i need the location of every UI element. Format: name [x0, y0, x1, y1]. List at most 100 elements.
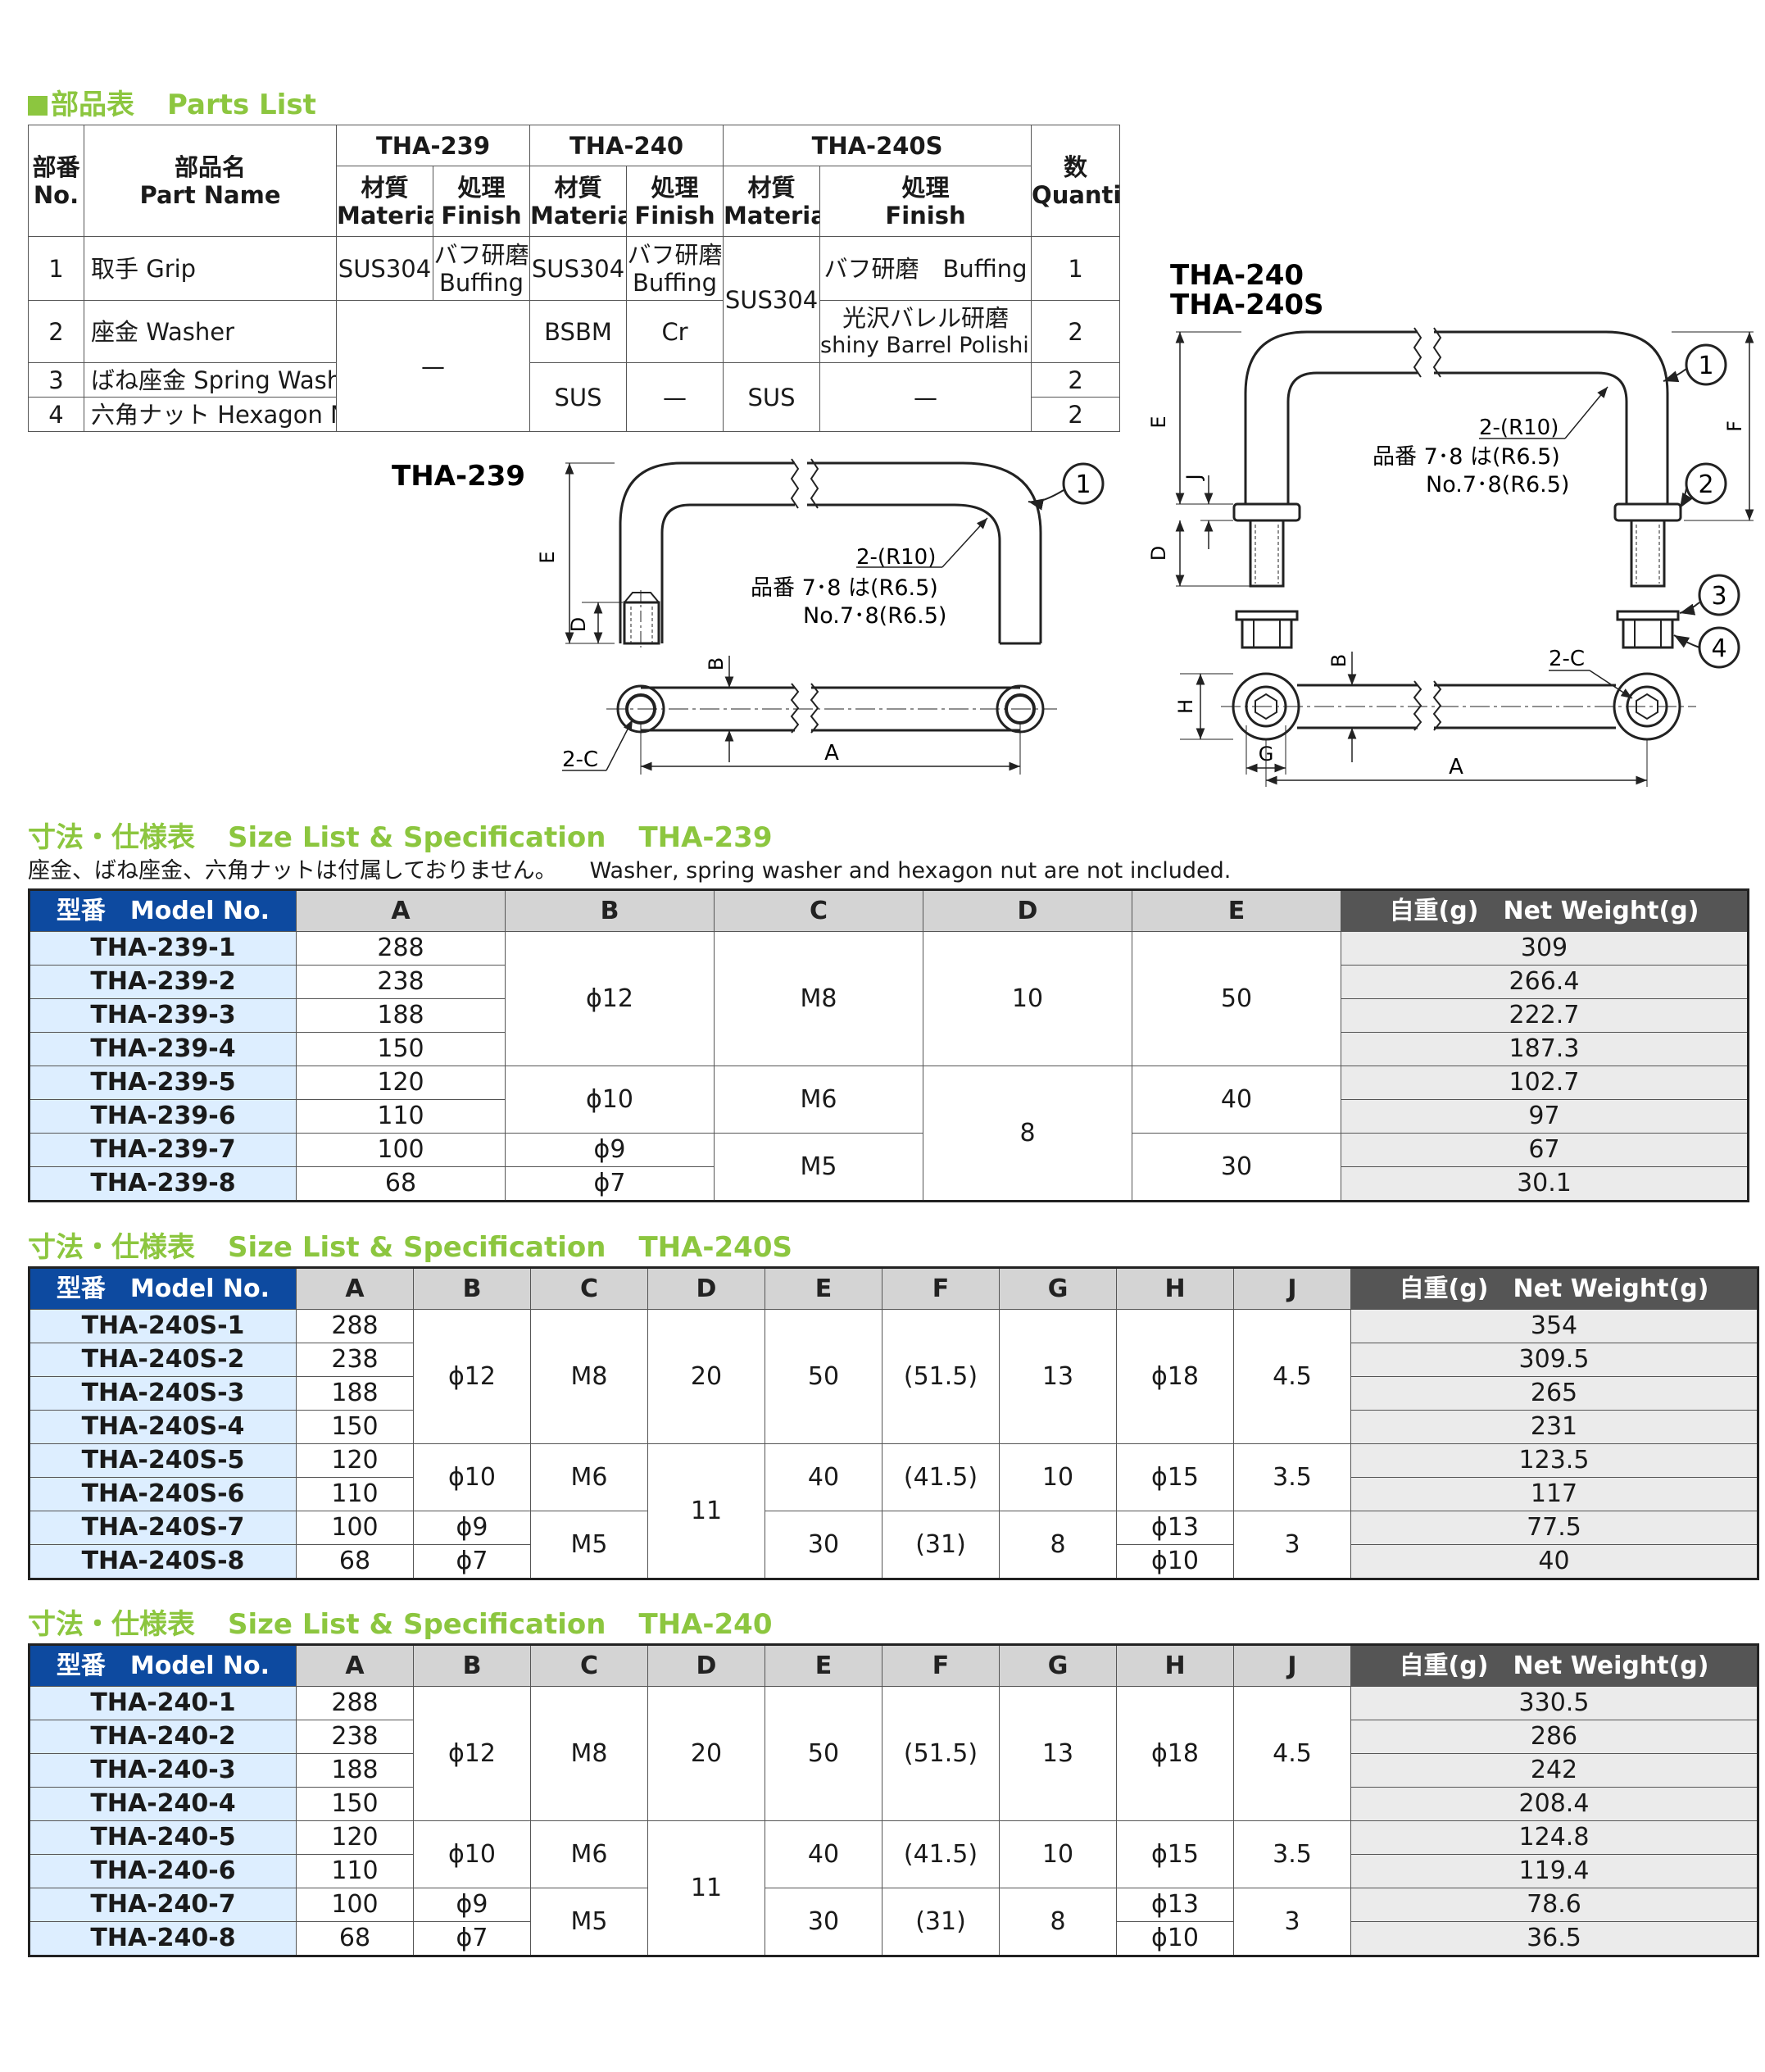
spec240-table: 型番 Model No. A B C D E F G H J 自重(g) Net… [28, 1643, 1759, 1957]
table-row: THA-239-3 188 222.7 [29, 998, 1749, 1033]
table-row: THA-240S-7 100 ϕ9 M5 30 (31) 8 ϕ13 3 77.… [29, 1511, 1758, 1579]
finish: — [819, 362, 1032, 432]
table-row: THA-240-4 150 208.4 [29, 1787, 1758, 1821]
svg-text:B: B [1327, 654, 1350, 667]
header-material: 材質Material [723, 166, 821, 237]
svg-text:H: H [1174, 699, 1197, 714]
spec239-table: 型番 Model No. A B C D E 自重(g) Net Weight(… [28, 888, 1749, 1202]
header-a: A [296, 889, 506, 932]
table-row: THA-239-4 150 187.3 [29, 1032, 1749, 1066]
svg-text:J: J [1182, 474, 1205, 481]
table-row: THA-239-2 238 266.4 [29, 965, 1749, 999]
table-row: THA-240-8 68 ϕ7 ϕ10 36.5 [29, 1921, 1758, 1956]
finish: — [626, 362, 724, 432]
table-row: THA-239-7 100 ϕ9 M5 30 67 [29, 1133, 1749, 1202]
table-row: THA-240-2 238 286 [29, 1720, 1758, 1754]
table-row: THA-240-7 100 ϕ9 M5 30 (31) 8 ϕ13 3 78.6 [29, 1888, 1758, 1956]
table-row: THA-240-6 110 119.4 [29, 1854, 1758, 1888]
part-no: 1 [28, 236, 84, 301]
callout-1: 1 [1075, 470, 1091, 499]
header-d: D [923, 889, 1132, 932]
svg-text:A: A [824, 741, 839, 766]
table-row: THA-240S-1 288 ϕ12 M8 20 50 (51.5) 13 ϕ1… [29, 1309, 1758, 1444]
technical-drawings: THA-239 1 2-(R10) 品番 7･8 は(R6.5) No.7･8(… [392, 259, 1754, 787]
svg-text:品番 7･8 は(R6.5): 品番 7･8 は(R6.5) [751, 575, 938, 601]
table-row: THA-240S-3 188 265 [29, 1376, 1758, 1411]
table-row: THA-240S-8 68 ϕ7 ϕ10 40 [29, 1544, 1758, 1579]
part-name: 六角ナット Hexagon Nut [84, 397, 337, 432]
spec240s-table: 型番 Model No. A B C D E F G H J 自重(g) Net… [28, 1266, 1759, 1580]
table-row: THA-240S-4 150 231 [29, 1410, 1758, 1444]
table-row: THA-240S-5 120 ϕ10 M6 11 40 (41.5) 10 ϕ1… [29, 1443, 1758, 1579]
svg-text:B: B [705, 657, 728, 670]
header-b: B [505, 889, 715, 932]
svg-text:D: D [567, 617, 590, 632]
spec239-note: 座金、ばね座金、六角ナットは付属しておりません。Washer, spring w… [28, 858, 1232, 884]
svg-text:1: 1 [1698, 352, 1713, 380]
part-no: 2 [28, 300, 84, 363]
part-name: 座金 Washer [84, 300, 337, 363]
header-material: 材質Material [336, 166, 433, 237]
header-quantity: 数Quantity [1031, 125, 1121, 237]
svg-text:D: D [1147, 546, 1170, 561]
table-row: THA-239-1 288 ϕ12 M8 10 50 309 [29, 931, 1749, 1066]
square-bullet-icon [28, 96, 48, 116]
svg-text:A: A [1449, 755, 1463, 779]
table-row: THA-239-5 120 ϕ10 M6 8 40 102.7 [29, 1066, 1749, 1202]
quantity: 2 [1031, 300, 1121, 363]
header-net-weight: 自重(g) Net Weight(g) [1341, 889, 1749, 932]
svg-text:4: 4 [1711, 634, 1726, 663]
table-row: 4 六角ナット Hexagon Nut 2 [28, 397, 1121, 432]
tha239-label: THA-239 [392, 460, 525, 493]
part-name: 取手 Grip [84, 236, 337, 301]
finish: バフ研磨 Buffing [819, 236, 1032, 301]
not-applicable-dash: — [335, 300, 531, 432]
table-row: THA-240-1 288 ϕ12 M8 20 50 (51.5) 13 ϕ18… [29, 1686, 1758, 1821]
table-row: THA-240-5 120 ϕ10 M6 11 40 (41.5) 10 ϕ15… [29, 1820, 1758, 1956]
material: SUS304 [529, 236, 628, 301]
tha240-drawing: THA-240 THA-240S 1 2 [1147, 259, 1754, 787]
svg-text:THA-240: THA-240 [1170, 259, 1304, 292]
svg-text:F: F [1723, 420, 1746, 432]
svg-text:No.7･8(R6.5): No.7･8(R6.5) [803, 603, 946, 629]
svg-text:2-(R10): 2-(R10) [1479, 416, 1559, 440]
finish: Cr [626, 300, 724, 363]
quantity: 2 [1031, 397, 1121, 432]
svg-text:2-C: 2-C [1549, 647, 1585, 671]
svg-text:E: E [536, 551, 559, 563]
svg-text:THA-240S: THA-240S [1170, 289, 1324, 321]
svg-text:No.7･8(R6.5): No.7･8(R6.5) [1426, 472, 1569, 498]
svg-text:品番 7･8 は(R6.5): 品番 7･8 は(R6.5) [1373, 444, 1560, 470]
quantity: 2 [1031, 362, 1121, 398]
part-no: 4 [28, 397, 84, 432]
header-model-no: 型番 Model No. [29, 889, 297, 932]
part-name: ばね座金 Spring Washer [84, 362, 337, 398]
table-row: THA-240S-6 110 117 [29, 1477, 1758, 1511]
quantity: 1 [1031, 236, 1121, 301]
table-row: THA-240S-2 238 309.5 [29, 1343, 1758, 1377]
table-row: THA-240-3 188 242 [29, 1753, 1758, 1788]
svg-text:3: 3 [1711, 582, 1726, 611]
svg-text:E: E [1147, 416, 1170, 428]
svg-text:2-(R10): 2-(R10) [856, 545, 936, 570]
material: SUS [529, 362, 628, 432]
table-row: THA-239-6 110 97 [29, 1099, 1749, 1134]
table-row: 3 ばね座金 Spring Washer SUS — SUS — 2 [28, 362, 1121, 432]
header-model-240s: THA-240S [723, 125, 1032, 166]
table-row: THA-239-8 68 ϕ7 30.1 [29, 1166, 1749, 1202]
svg-text:2: 2 [1698, 470, 1713, 499]
